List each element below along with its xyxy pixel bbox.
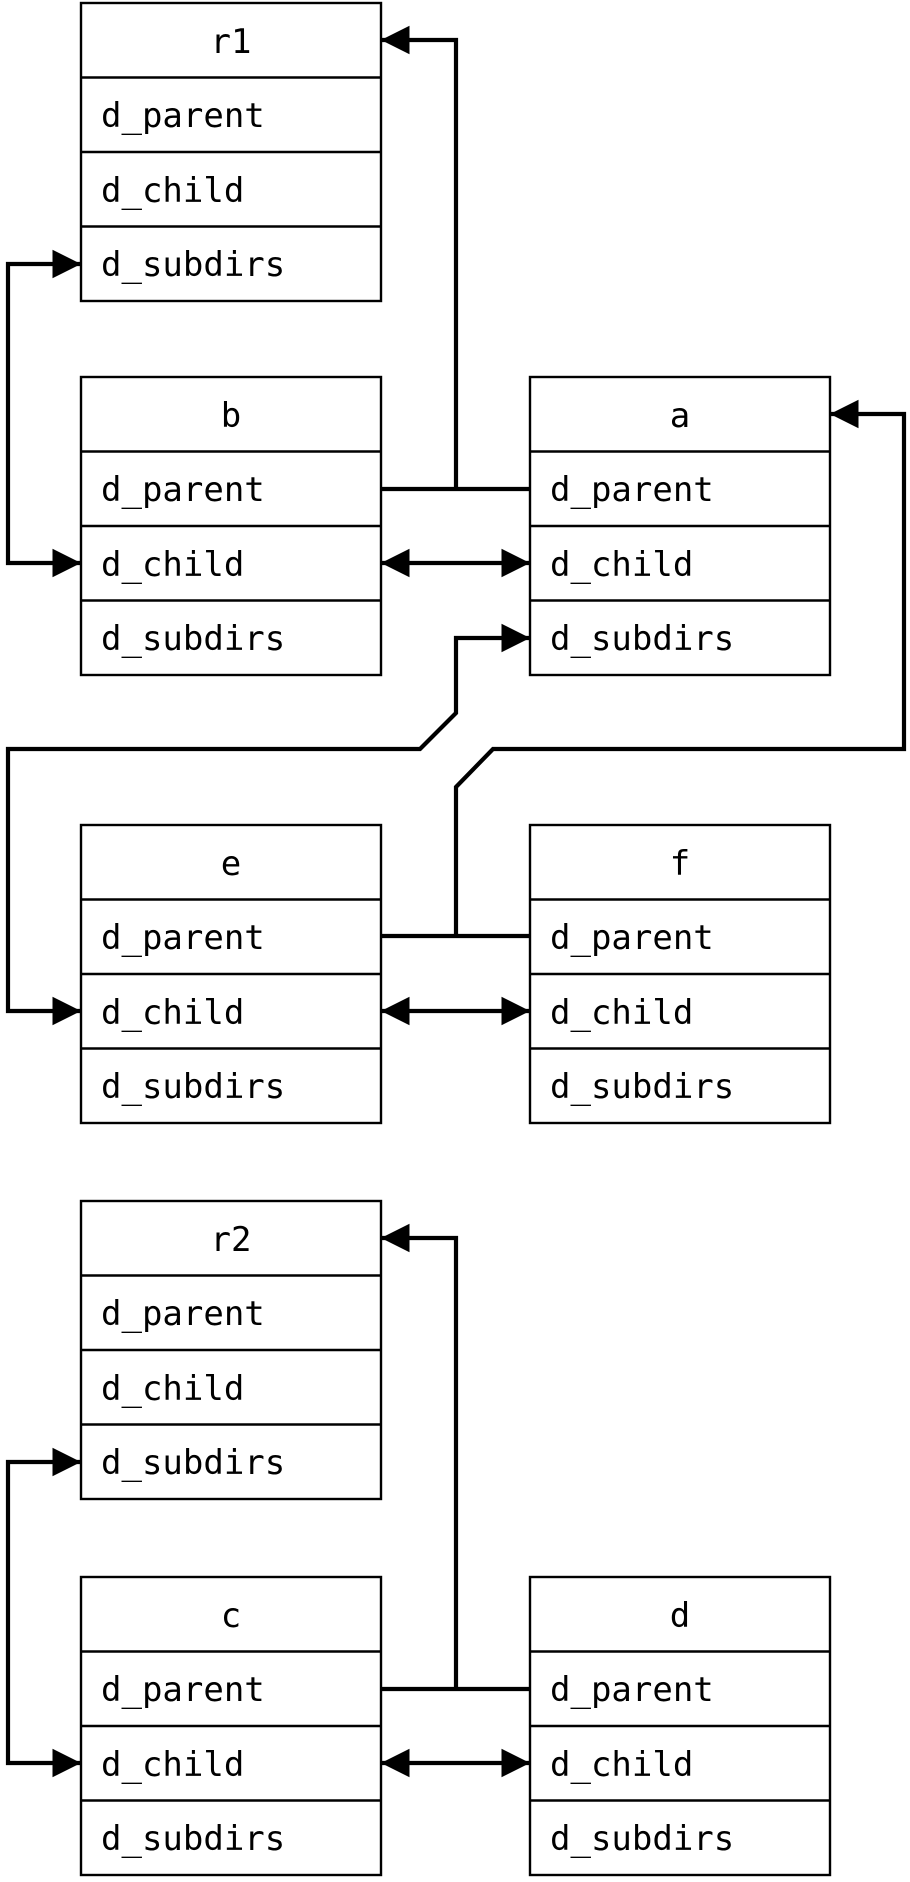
box-r1-field-d-subdirs: d_subdirs — [101, 245, 285, 285]
box-a-field-d-child: d_child — [550, 545, 693, 585]
box-f: f d_parent d_child d_subdirs — [528, 823, 832, 1125]
box-d-field-d-parent: d_parent — [550, 1670, 714, 1710]
box-e-field-d-parent: d_parent — [101, 918, 265, 958]
box-f-title: f — [670, 844, 690, 884]
box-r2-title: r2 — [211, 1220, 252, 1260]
box-r2-field-d-child: d_child — [101, 1369, 244, 1409]
connector-r2-subdirs-c-child — [5, 1447, 81, 1778]
box-c-field-d-subdirs: d_subdirs — [101, 1819, 285, 1859]
connectors — [5, 25, 907, 1778]
box-r1-title: r1 — [211, 22, 252, 62]
box-r1: r1 d_parent d_child d_subdirs — [79, 1, 383, 303]
box-c: c d_parent d_child d_subdirs — [79, 1575, 383, 1877]
box-e-title: e — [221, 844, 241, 884]
box-a-title: a — [670, 396, 690, 436]
box-d-field-d-subdirs: d_subdirs — [550, 1819, 734, 1859]
box-e-field-d-subdirs: d_subdirs — [101, 1067, 285, 1107]
box-f-field-d-subdirs: d_subdirs — [550, 1067, 734, 1107]
box-b: b d_parent d_child d_subdirs — [79, 375, 383, 677]
box-a: a d_parent d_child d_subdirs — [528, 375, 832, 677]
connector-a-subdirs-e-child — [5, 623, 530, 1026]
box-b-field-d-child: d_child — [101, 545, 244, 585]
box-b-field-d-subdirs: d_subdirs — [101, 619, 285, 659]
box-f-field-d-child: d_child — [550, 993, 693, 1033]
box-e: e d_parent d_child d_subdirs — [79, 823, 383, 1125]
connector-b-a-parent-to-r1-arrow — [381, 25, 459, 489]
connector-c-d-parent-to-r2 — [381, 1223, 459, 1689]
connector-r1-subdirs-b-child — [5, 249, 81, 578]
box-a-field-d-subdirs: d_subdirs — [550, 619, 734, 659]
box-r2: r2 d_parent d_child d_subdirs — [79, 1199, 383, 1501]
box-c-title: c — [221, 1596, 241, 1636]
box-d: d d_parent d_child d_subdirs — [528, 1575, 832, 1877]
box-r1-field-d-parent: d_parent — [101, 96, 265, 136]
box-r2-field-d-subdirs: d_subdirs — [101, 1443, 285, 1483]
box-c-field-d-parent: d_parent — [101, 1670, 265, 1710]
box-c-field-d-child: d_child — [101, 1745, 244, 1785]
connector-e-f-parent-to-a — [453, 399, 907, 936]
box-r2-field-d-parent: d_parent — [101, 1294, 265, 1334]
box-b-title: b — [221, 396, 241, 436]
box-f-field-d-parent: d_parent — [550, 918, 714, 958]
box-e-field-d-child: d_child — [101, 993, 244, 1033]
box-b-field-d-parent: d_parent — [101, 470, 265, 510]
box-d-field-d-child: d_child — [550, 1745, 693, 1785]
box-r1-field-d-child: d_child — [101, 171, 244, 211]
box-d-title: d — [670, 1596, 690, 1636]
box-a-field-d-parent: d_parent — [550, 470, 714, 510]
